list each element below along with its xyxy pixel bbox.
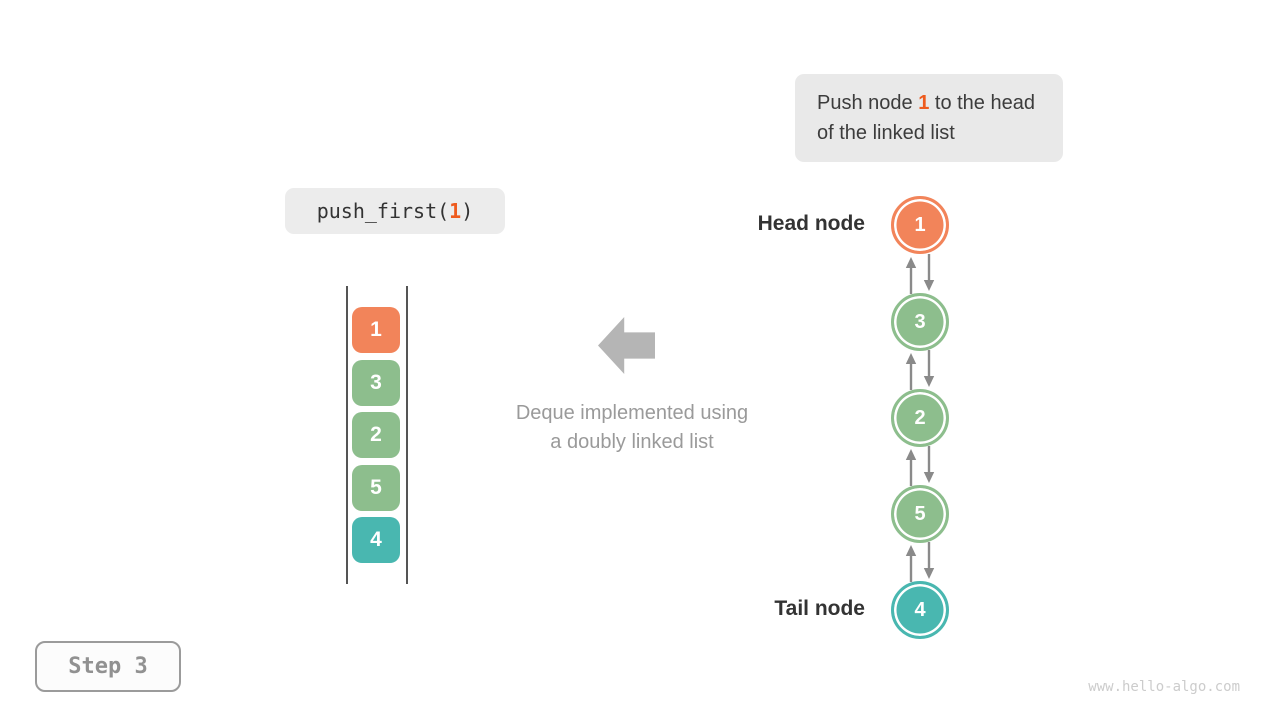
node-value: 4 (914, 598, 926, 621)
doubly-linked-arrows-icon (905, 542, 935, 582)
code-suffix: ) (461, 199, 474, 223)
code-highlight-value: 1 (449, 199, 462, 223)
step-label: Step 3 (68, 654, 148, 679)
node-value: 3 (914, 310, 926, 333)
stack-item-value: 5 (370, 476, 382, 499)
stack-item-value: 2 (370, 423, 382, 446)
stack-item: 5 (352, 465, 400, 511)
stack-left-rail (346, 286, 348, 584)
stack-item: 1 (352, 307, 400, 353)
left-block-arrow-icon (598, 317, 655, 374)
stack-item-value: 1 (370, 318, 382, 341)
node-value: 5 (914, 502, 926, 525)
list-node-tail: 4 (891, 581, 949, 639)
node-value: 2 (914, 406, 926, 429)
doubly-linked-arrows-icon (905, 350, 935, 390)
doubly-linked-arrows-icon (905, 254, 935, 294)
stack-item: 2 (352, 412, 400, 458)
diagram-caption: Deque implemented using a doubly linked … (452, 399, 812, 457)
list-node-head: 1 (891, 196, 949, 254)
caption-line-2: a doubly linked list (550, 431, 714, 453)
watermark: www.hello-algo.com (1088, 679, 1240, 695)
doubly-linked-arrows-icon (905, 446, 935, 486)
stack-right-rail (406, 286, 408, 584)
stack-item-value: 4 (370, 528, 382, 551)
code-prefix: push_first( (316, 199, 450, 223)
head-node-label: Head node (757, 212, 865, 235)
instruction-highlight-value: 1 (918, 92, 930, 114)
caption-line-1: Deque implemented using (515, 402, 749, 424)
instruction-callout: Push node 1 to the head of the linked li… (795, 74, 1063, 162)
list-node: 2 (891, 389, 949, 447)
code-label: push_first(1) (285, 188, 505, 234)
instruction-text-suffix: to the head of the linked list (817, 92, 1035, 144)
list-node: 5 (891, 485, 949, 543)
node-value: 1 (914, 213, 926, 236)
stack-item: 4 (352, 517, 400, 563)
stack-item-value: 3 (370, 371, 382, 394)
stack-item: 3 (352, 360, 400, 406)
instruction-text-prefix: Push node (817, 92, 919, 114)
list-node: 3 (891, 293, 949, 351)
tail-node-label: Tail node (774, 597, 865, 620)
step-badge: Step 3 (35, 641, 181, 692)
